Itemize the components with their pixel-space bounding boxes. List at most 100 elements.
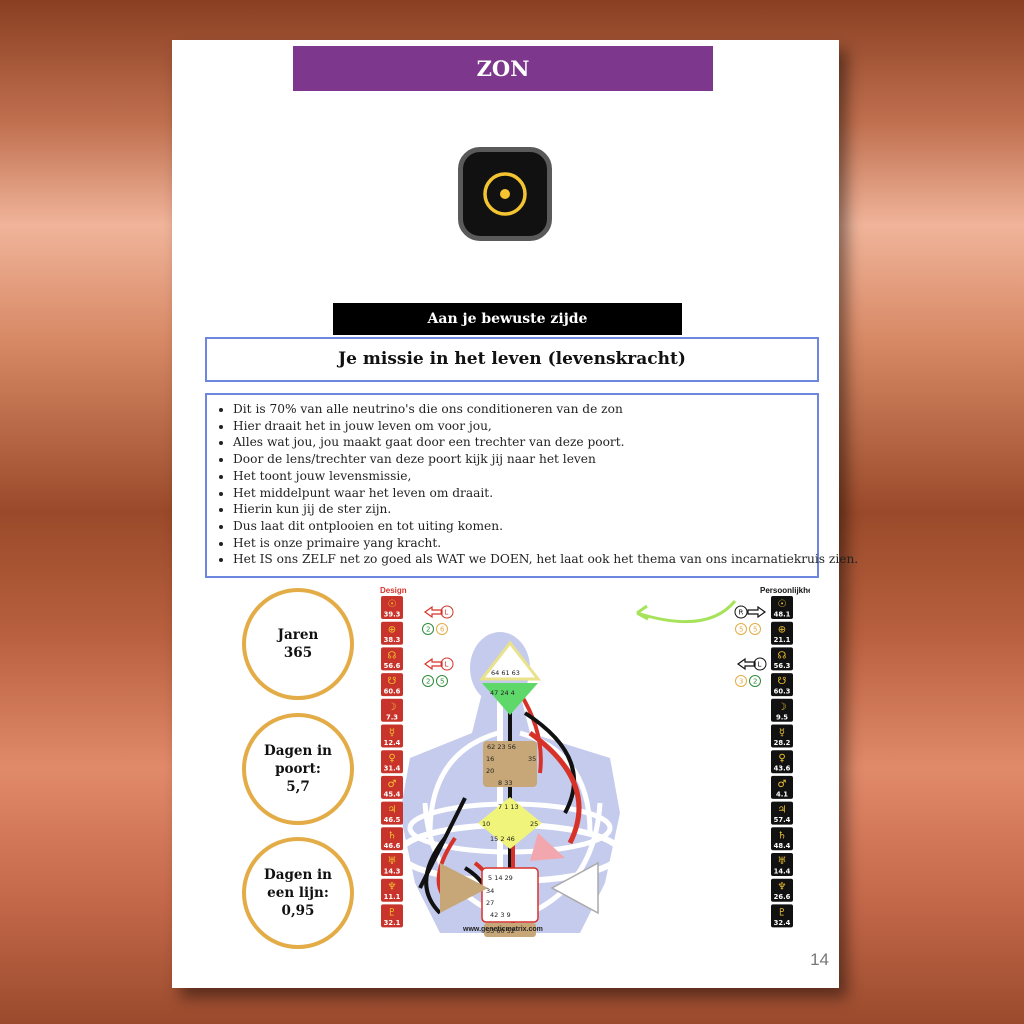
stat-value: 365: [283, 645, 313, 661]
personality-gate-cell: ♀43.6: [771, 750, 793, 774]
svg-text:5: 5: [440, 678, 444, 686]
design-arrow-top: L 2 6: [422, 605, 454, 635]
design-gate-cell: ♄46.6: [381, 827, 403, 851]
personality-planet-icon: ♇: [778, 907, 787, 918]
personality-gate-cell: ♆26.6: [771, 878, 793, 902]
design-planet-icon: ⊕: [388, 625, 396, 636]
personality-gate-cell: ☊56.3: [771, 647, 793, 671]
design-gate-cell: ☋60.6: [381, 673, 403, 697]
design-gate-value: 39.3: [384, 611, 401, 619]
stat-label: een lijn:: [267, 885, 329, 901]
list-item: Hierin kun jij de ster zijn.: [233, 501, 811, 518]
heart-center: [530, 833, 565, 861]
design-gate-value: 56.6: [384, 662, 401, 670]
personality-gate-cell: ♇32.4: [771, 904, 793, 928]
personality-gate-value: 14.4: [774, 868, 791, 876]
stat-label: Jaren: [277, 627, 319, 643]
personality-gate-cell: ♄48.4: [771, 827, 793, 851]
personality-arrow-bottom: L 3 2: [735, 657, 767, 687]
spleen-center: [440, 863, 488, 913]
personality-planet-icon: ♀: [778, 753, 785, 764]
design-gate-cell: ♂45.4: [381, 775, 403, 799]
personality-planet-icon: ♅: [778, 856, 787, 867]
sun-icon: [458, 147, 552, 241]
personality-gate-cell: ☿28.2: [771, 724, 793, 748]
design-gate-cell: ♅14.3: [381, 853, 403, 876]
svg-text:L: L: [758, 661, 762, 669]
g-gates: 10: [482, 820, 490, 828]
design-label: Design: [380, 586, 407, 595]
design-gate-cell: ☽7.3: [381, 698, 403, 722]
g-gates: 15 2 46: [490, 835, 515, 843]
bullet-list: Dit is 70% van alle neutrino's die ons c…: [215, 401, 858, 568]
sacral-center: [481, 867, 539, 923]
list-item: Het is onze primaire yang kracht.: [233, 535, 811, 552]
personality-gate-cell: ☽9.5: [771, 698, 793, 722]
design-gate-value: 38.3: [384, 636, 401, 644]
svg-text:5: 5: [739, 626, 743, 634]
personality-planet-icon: ☿: [779, 728, 785, 739]
personality-gate-value: 9.5: [776, 713, 788, 721]
stat-value: 0,95: [281, 903, 315, 919]
design-planet-icon: ♃: [388, 805, 397, 816]
gate-labels: 64 61 63 47 24 4 62 23 56 16 35 20 8 33 …: [482, 669, 538, 935]
personality-planet-icon: ⊕: [778, 625, 786, 636]
g-gates: 25: [530, 820, 538, 828]
svg-text:L: L: [445, 661, 449, 669]
svg-text:2: 2: [426, 626, 430, 634]
design-gate-cell: ☊56.6: [381, 647, 403, 671]
list-item: Dus laat dit ontplooien en tot uiting ko…: [233, 518, 811, 535]
stat-label: Dagen in: [264, 743, 332, 759]
mission-heading: Je missie in het leven (levenskracht): [205, 337, 819, 382]
design-gate-value: 12.4: [384, 739, 401, 747]
personality-gate-value: 60.3: [774, 688, 791, 696]
sacral-gates: 42 3 9: [490, 911, 511, 919]
solar-plexus-center: [550, 861, 599, 915]
design-planet-icon: ♂: [388, 779, 397, 790]
svg-text:5: 5: [753, 626, 757, 634]
svg-text:R: R: [739, 609, 744, 617]
sacral-gates: 27: [486, 899, 494, 907]
stat-circle-days-in-gate: Dagen in poort: 5,7: [242, 713, 354, 825]
highlight-arrow-icon: [636, 600, 737, 624]
personality-gate-value: 21.1: [774, 636, 791, 644]
throat-gates: 62 23 56: [487, 743, 516, 751]
design-gate-cell: ♇32.1: [381, 904, 403, 928]
personality-planet-icon: ♆: [778, 882, 787, 893]
personality-gate-cell: ☋60.3: [771, 673, 793, 697]
list-item: Het toont jouw levensmissie,: [233, 468, 811, 485]
personality-gate-value: 43.6: [774, 765, 791, 773]
design-gate-cell: ☿12.4: [381, 724, 403, 748]
personality-planet-icon: ☊: [778, 650, 787, 661]
website-label: www.geneticmatrix.com: [462, 926, 543, 933]
design-planet-icon: ♅: [388, 856, 397, 867]
bodygraph-chart: 64 61 63 47 24 4 62 23 56 16 35 20 8 33 …: [380, 586, 810, 937]
throat-center: [483, 741, 537, 787]
personality-label: Persoonlijkheid: [760, 586, 810, 595]
design-planet-icon: ☿: [389, 728, 395, 739]
personality-planet-icon: ♃: [778, 805, 787, 816]
personality-gate-value: 4.1: [776, 790, 788, 798]
design-gate-cell: ♀31.4: [381, 750, 403, 774]
personality-planet-icon: ♄: [778, 830, 787, 841]
design-gate-cell: ⊕38.3: [381, 621, 403, 645]
design-gate-value: 60.6: [384, 688, 401, 696]
svg-text:2: 2: [753, 678, 757, 686]
design-arrow-bottom: L 2 5: [422, 657, 454, 687]
stat-value: 5,7: [286, 779, 310, 795]
design-gate-value: 46.5: [384, 816, 401, 824]
personality-gate-cell: ♃57.4: [771, 801, 793, 825]
design-gate-cell: ♃46.5: [381, 801, 403, 825]
personality-planet-icon: ♂: [778, 779, 787, 790]
list-item: Alles wat jou, jou maakt gaat door een t…: [233, 434, 811, 451]
page-title: ZON: [293, 46, 713, 91]
arrow-indicators: L 2 6 L 2 5 R 5 5: [422, 605, 767, 687]
personality-gate-value: 28.2: [774, 739, 791, 747]
personality-column: ☉48.1⊕21.1☊56.3☋60.3☽9.5☿28.2♀43.6♂4.1♃5…: [771, 596, 793, 928]
page: ZON Aan je bewuste zijde Je missie in he…: [172, 40, 858, 988]
design-gate-value: 45.4: [384, 790, 401, 798]
design-gate-value: 31.4: [384, 765, 401, 773]
design-column: ☉39.3⊕38.3☊56.6☋60.6☽7.3☿12.4♀31.4♂45.4♃…: [381, 596, 403, 928]
bullet-list-box: Dit is 70% van alle neutrino's die ons c…: [205, 393, 858, 578]
personality-gate-value: 56.3: [774, 662, 791, 670]
